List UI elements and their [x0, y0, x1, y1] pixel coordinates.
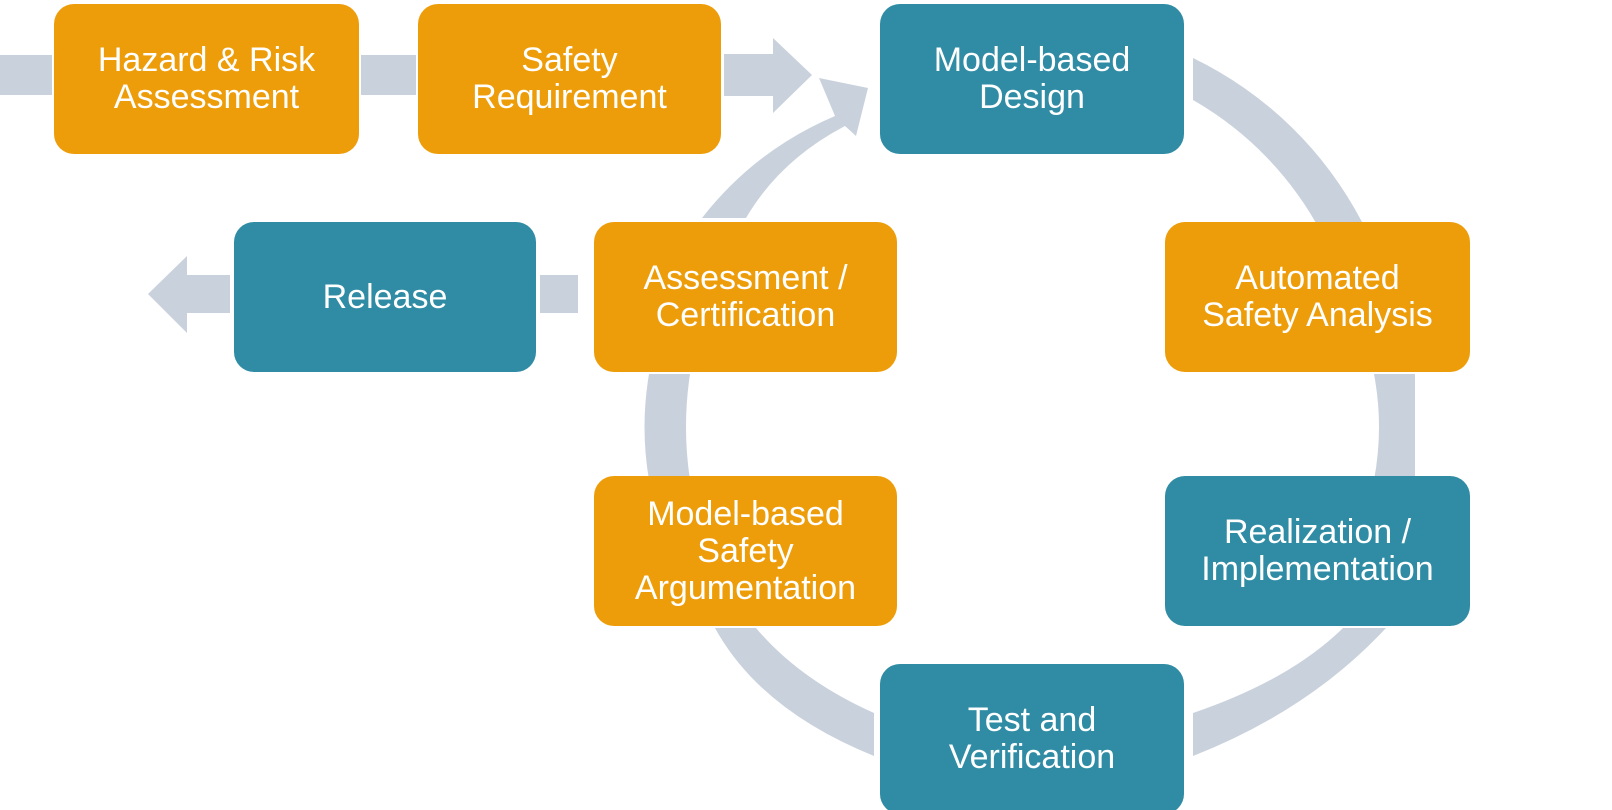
automated-safety-analysis-box: Automated Safety Analysis: [1165, 222, 1470, 372]
box-label: Hazard & Risk Assessment: [97, 41, 316, 116]
ring-arc-assessment-to-design: [702, 78, 868, 218]
release-box: Release: [234, 222, 536, 372]
box-label: Automated Safety Analysis: [1202, 259, 1433, 334]
realization-implementation-box: Realization / Implementation: [1165, 476, 1470, 626]
ring-arc-argumentation-to-assessment: [644, 374, 690, 480]
box-label: Safety Requirement: [472, 41, 667, 116]
box-label: Test and Verification: [948, 701, 1116, 776]
connector-left-stub: [0, 55, 52, 95]
model-based-design-box: Model-based Design: [880, 4, 1184, 154]
hazard-risk-assessment-box: Hazard & Risk Assessment: [54, 4, 359, 154]
box-label: Model-based Safety Argumentation: [634, 494, 857, 607]
ring-arc-test-to-argumentation: [715, 628, 874, 756]
arrow-release-outgoing: [148, 256, 230, 333]
box-label: Model-based Design: [933, 41, 1131, 116]
ring-arc-realization-to-test: [1193, 628, 1386, 756]
connector-assessment-to-release: [540, 275, 578, 313]
test-verification-box: Test and Verification: [880, 664, 1184, 810]
ring-arc-analysis-to-realization: [1374, 374, 1415, 480]
safety-requirement-box: Safety Requirement: [418, 4, 721, 154]
assessment-certification-box: Assessment / Certification: [594, 222, 897, 372]
arrow-requirement-to-design: [724, 38, 812, 113]
model-based-safety-argumentation-box: Model-based Safety Argumentation: [594, 476, 897, 626]
ring-arc-design-to-analysis: [1193, 58, 1362, 232]
box-label: Realization / Implementation: [1201, 513, 1434, 588]
box-label: Release: [322, 277, 448, 316]
connector-hazard-to-requirement: [361, 55, 416, 95]
box-label: Assessment / Certification: [643, 259, 848, 334]
